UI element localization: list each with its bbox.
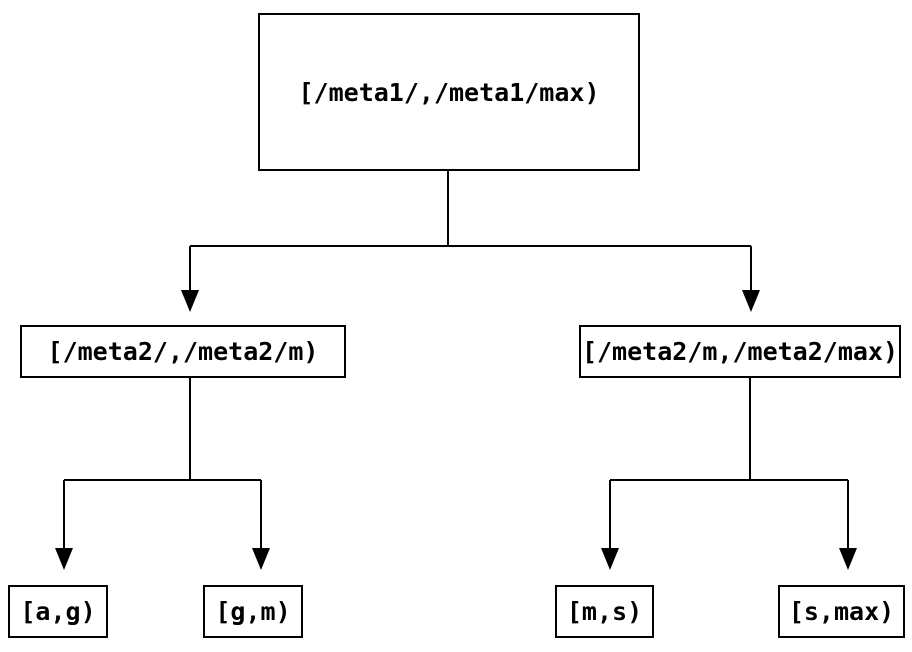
tree-node-leaf-smax: [s,max) <box>778 585 905 638</box>
tree-node-left-child-label: [/meta2/,/meta2/m) <box>47 337 319 366</box>
tree-node-right-child: [/meta2/m,/meta2/max) <box>579 325 901 378</box>
edge-left-child-to-leaves <box>55 378 270 570</box>
tree-node-root-label: [/meta1/,/meta1/max) <box>298 77 600 107</box>
arrow-down-icon <box>55 548 73 570</box>
tree-node-root: [/meta1/,/meta1/max) <box>258 13 640 171</box>
arrow-down-icon <box>742 290 760 312</box>
tree-node-right-child-label: [/meta2/m,/meta2/max) <box>581 337 899 366</box>
tree-node-leaf-gm-label: [g,m) <box>215 597 291 626</box>
tree-node-leaf-ms: [m,s) <box>555 585 654 638</box>
tree-node-leaf-ms-label: [m,s) <box>566 597 643 626</box>
tree-node-leaf-gm: [g,m) <box>203 585 303 638</box>
tree-node-leaf-smax-label: [s,max) <box>788 597 895 626</box>
arrow-down-icon <box>181 290 199 312</box>
arrow-down-icon <box>601 548 619 570</box>
arrow-down-icon <box>252 548 270 570</box>
tree-node-leaf-ag: [a,g) <box>8 585 108 638</box>
tree-node-leaf-ag-label: [a,g) <box>20 597 96 626</box>
edge-root-to-children <box>181 171 760 312</box>
edge-right-child-to-leaves <box>601 378 857 570</box>
arrow-down-icon <box>839 548 857 570</box>
tree-node-left-child: [/meta2/,/meta2/m) <box>20 325 346 378</box>
